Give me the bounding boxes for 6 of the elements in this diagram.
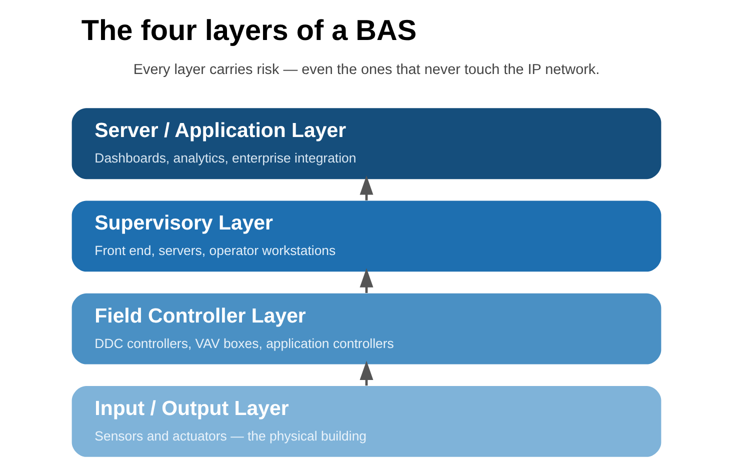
node-box: Server / Application Layer Dashboards, analytics, enterprise integration	[71, 108, 661, 180]
diagram-title: The four layers of a BAS	[80, 14, 416, 47]
node-box: Field Controller Layer DDC controllers, VAV boxes, application controllers	[71, 293, 661, 364]
node-box: Supervisory Layer Front end, servers, operator workstations	[71, 200, 661, 272]
node-box: Input / Output Layer Sensors and actuators — the physical building	[71, 386, 661, 457]
label: Every layer carries risk — even the ones that never touch the IP network.	[132, 62, 600, 78]
